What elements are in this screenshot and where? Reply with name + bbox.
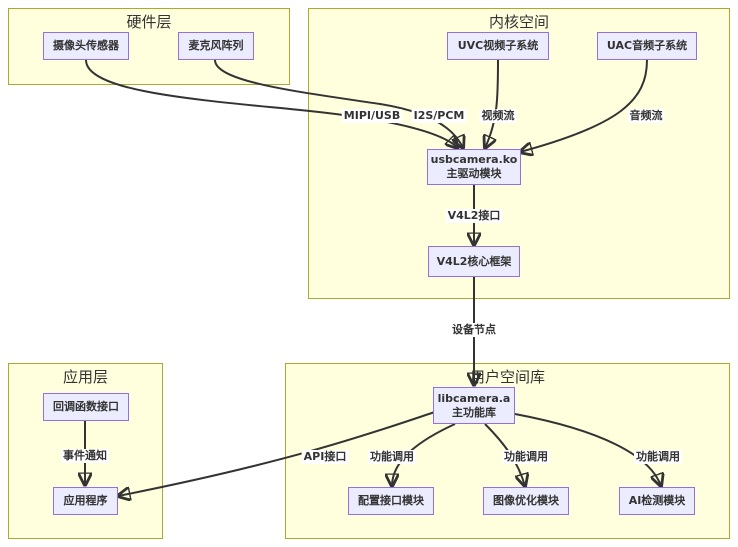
- node-image-opt-module: 图像优化模块: [483, 487, 569, 515]
- cluster-title-kernel: 内核空间: [488, 13, 549, 31]
- node-uvc-label: UVC视频子系统: [457, 39, 539, 52]
- node-config-module: 配置接口模块: [348, 487, 434, 515]
- node-uvc: UVC视频子系统: [447, 32, 549, 60]
- node-ai-detect-module-label: AI检测模块: [628, 494, 686, 507]
- node-callback-iface: 回调函数接口: [43, 393, 129, 421]
- node-mic-array: 麦克风阵列: [178, 32, 254, 60]
- edge-label-func-call-3: 功能调用: [634, 450, 682, 464]
- cluster-title-hardware: 硬件层: [126, 13, 172, 31]
- node-camera-sensor: 摄像头传感器: [43, 32, 129, 60]
- cluster-title-application: 应用层: [62, 368, 108, 386]
- edge-label-i2s-pcm: I2S/PCM: [411, 109, 467, 123]
- edge-label-func-call-1: 功能调用: [368, 450, 416, 464]
- node-uac-label: UAC音频子系统: [606, 39, 688, 52]
- edge-label-func-call-2: 功能调用: [502, 450, 550, 464]
- node-main-func-lib-label: 主功能库: [452, 405, 496, 419]
- node-libcamera-a-label: libcamera.a: [437, 391, 511, 405]
- node-usbcamera-driver: usbcamera.ko 主驱动模块: [427, 149, 521, 185]
- node-usbcamera-ko-label: usbcamera.ko: [430, 153, 518, 166]
- edge-label-api-iface: API接口: [301, 450, 349, 464]
- node-camera-sensor-label: 摄像头传感器: [53, 39, 119, 52]
- edge-mic-to-driver: [214, 59, 463, 148]
- edge-uvc-to-driver: [485, 59, 499, 148]
- node-app-label: 应用程序: [63, 494, 108, 507]
- node-image-opt-module-label: 图像优化模块: [493, 494, 559, 507]
- node-app: 应用程序: [53, 487, 118, 515]
- edge-label-mipi-usb: MIPI/USB: [341, 109, 403, 123]
- node-main-driver-label: 主驱动模块: [446, 167, 502, 180]
- edge-label-v4l2-iface: V4L2接口: [445, 209, 503, 223]
- edge-label-event-notify: 事件通知: [61, 449, 109, 463]
- edge-camera-to-driver: [85, 59, 458, 148]
- edge-libcamera-to-app: [118, 411, 436, 496]
- node-ai-detect-module: AI检测模块: [619, 487, 695, 515]
- node-v4l2-core-label: V4L2核心框架: [436, 254, 512, 268]
- node-libcamera: libcamera.a 主功能库: [433, 387, 515, 424]
- edge-label-video-stream: 视频流: [479, 109, 517, 123]
- edge-label-device-node: 设备节点: [450, 323, 498, 337]
- node-mic-array-label: 麦克风阵列: [188, 39, 244, 52]
- edge-libcamera-to-ai: [514, 413, 661, 486]
- node-uac: UAC音频子系统: [597, 32, 697, 60]
- cluster-title-userlib: 用户空间库: [469, 368, 545, 386]
- node-v4l2-core: V4L2核心框架: [428, 246, 520, 277]
- edge-uac-to-driver: [520, 59, 648, 152]
- edge-label-audio-stream: 音频流: [627, 109, 665, 123]
- node-config-module-label: 配置接口模块: [358, 494, 424, 507]
- node-callback-iface-label: 回调函数接口: [53, 400, 119, 413]
